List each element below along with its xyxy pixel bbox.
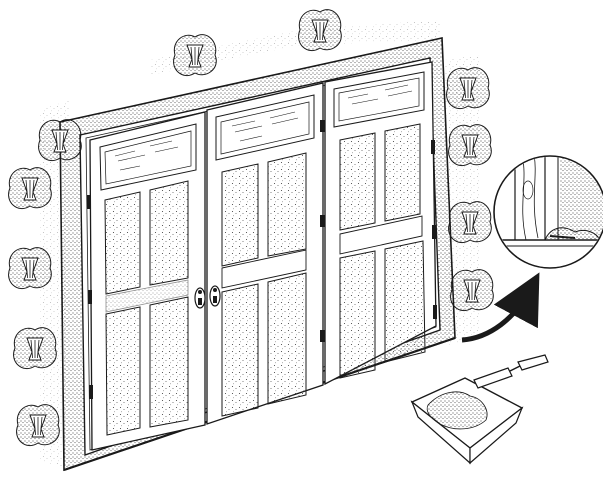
trowel-icon bbox=[474, 355, 548, 388]
mortar-anchor-icon bbox=[39, 120, 82, 161]
door-leaf-middle bbox=[207, 83, 323, 424]
door-leaf-right bbox=[325, 62, 437, 384]
mortar-anchor-icon bbox=[299, 10, 342, 51]
mortar-anchor-icon bbox=[447, 68, 490, 109]
mortar-anchor-icon bbox=[449, 125, 492, 166]
mortar-tray-icon bbox=[412, 378, 522, 463]
magnifier-icon bbox=[494, 150, 603, 280]
door-handle-icon bbox=[195, 288, 205, 308]
mortar-anchor-icon bbox=[17, 405, 60, 446]
mortar-anchor-icon bbox=[9, 168, 52, 209]
door-leaf-left bbox=[87, 112, 205, 450]
mortar-anchor-icon bbox=[14, 328, 57, 369]
door-handle-icon bbox=[210, 286, 220, 306]
mortar-anchor-icon bbox=[174, 35, 217, 76]
mortar-anchor-icon bbox=[451, 270, 494, 311]
mortar-anchor-icon bbox=[449, 202, 492, 243]
mortar-anchor-icon bbox=[9, 248, 52, 289]
